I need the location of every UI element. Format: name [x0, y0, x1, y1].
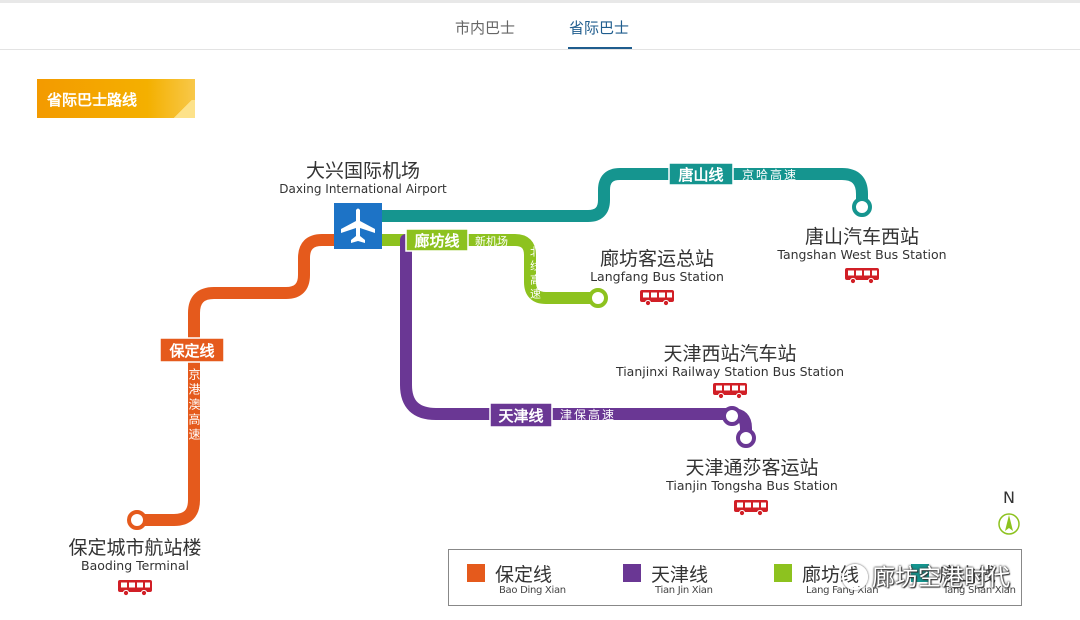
tangshan-bus-icon — [844, 267, 880, 285]
langfang-line-route — [374, 234, 604, 304]
langfang-station-marker — [588, 288, 608, 308]
tab-bar: 市内巴士 省际巴士 — [0, 3, 1080, 50]
banner-fold — [171, 100, 195, 118]
tianjin-highway-label: 津保高速 — [560, 407, 616, 422]
langfang-bus-icon — [639, 289, 675, 307]
baoding-station-marker — [127, 510, 147, 530]
active-tab-indicator — [568, 47, 632, 49]
tongsha-station-name-cn: 天津通莎客运站 — [685, 457, 818, 479]
section-title: 省际巴士路线 — [47, 91, 138, 109]
wechat-icon — [842, 563, 868, 590]
compass-icon — [998, 513, 1020, 535]
tangshan-line-label-box — [668, 162, 734, 186]
tangshan-station-name-en: Tangshan West Bus Station — [776, 247, 946, 262]
map-legend: 保定线 Bao Ding Xian 天津线 Tian Jin Xian 廊坊线 … — [448, 549, 1022, 606]
tangshan-line-label: 唐山线 — [678, 166, 723, 184]
tab-city-bus[interactable]: 市内巴士 — [455, 19, 516, 37]
tianjinxi-station-name-en: Tianjinxi Railway Station Bus Station — [615, 364, 844, 379]
tianjinxi-station-marker — [722, 406, 742, 426]
baoding-line-label: 保定线 — [168, 342, 214, 360]
airport-name-en: Daxing International Airport — [279, 182, 447, 196]
legend-label-cn: 唐山线 — [939, 564, 997, 586]
tongsha-bus-icon — [733, 499, 769, 517]
tangshan-station-marker — [852, 197, 872, 217]
legend-label-en: Bao Ding Xian — [499, 585, 566, 596]
tianjin-line-route — [400, 234, 752, 444]
legend-label-cn: 保定线 — [495, 564, 553, 586]
langfang-station-name-cn: 廊坊客运总站 — [600, 248, 714, 270]
tangshan-line-route — [374, 168, 868, 222]
legend-swatch-tangshan — [911, 564, 929, 582]
compass-label: N — [1003, 488, 1015, 507]
tangshan-highway-label: 京哈高速 — [742, 167, 798, 182]
baoding-line-route — [131, 234, 346, 526]
legend-swatch-langfang — [774, 564, 792, 582]
tongsha-station-name-en: Tianjin Tongsha Bus Station — [665, 478, 838, 493]
baoding-line-label-box — [159, 337, 225, 363]
langfang-station-name-en: Langfang Bus Station — [590, 269, 724, 284]
legend-label-en: Tian Jin Xian — [655, 585, 713, 596]
watermark-text: 廊坊空港时代 — [872, 565, 1010, 591]
legend-label-cn: 天津线 — [651, 564, 709, 586]
langfang-line-label: 廊坊线 — [414, 232, 459, 250]
tab-intercity-bus[interactable]: 省际巴士 — [569, 19, 630, 37]
section-title-banner: 省际巴士路线 — [37, 79, 195, 118]
baoding-bus-icon — [117, 579, 153, 597]
airport-name-cn: 大兴国际机场 — [306, 160, 420, 182]
langfang-highway-label: 新机场 — [475, 234, 508, 248]
airplane-icon — [341, 208, 375, 243]
tangshan-station-name-cn: 唐山汽车西站 — [805, 226, 919, 248]
langfang-highway-part-1: 新机场 — [475, 234, 508, 248]
tianjinxi-station-name-cn: 天津西站汽车站 — [663, 343, 796, 365]
tianjinxi-bus-icon — [712, 382, 748, 400]
legend-label-en: Lang Fang Xian — [806, 585, 879, 596]
legend-swatch-tianjin — [623, 564, 641, 582]
langfang-highway-label-vertical: 北线高速 — [529, 246, 542, 302]
legend-swatch-baoding — [467, 564, 485, 582]
top-border — [0, 0, 1080, 3]
tianjin-line-label-box — [489, 402, 553, 428]
baoding-station-name-en: Baoding Terminal — [81, 558, 189, 573]
legend-label-en: Tang Shan Xian — [943, 585, 1016, 596]
tianjin-line-label: 天津线 — [498, 407, 543, 425]
wechat-watermark: 廊坊空港时代 — [842, 558, 1010, 592]
tongsha-station-marker — [736, 428, 756, 448]
baoding-station-name-cn: 保定城市航站楼 — [68, 537, 201, 559]
baoding-highway-label: 京港澳高速 — [187, 368, 201, 443]
langfang-line-label-box — [405, 228, 469, 252]
